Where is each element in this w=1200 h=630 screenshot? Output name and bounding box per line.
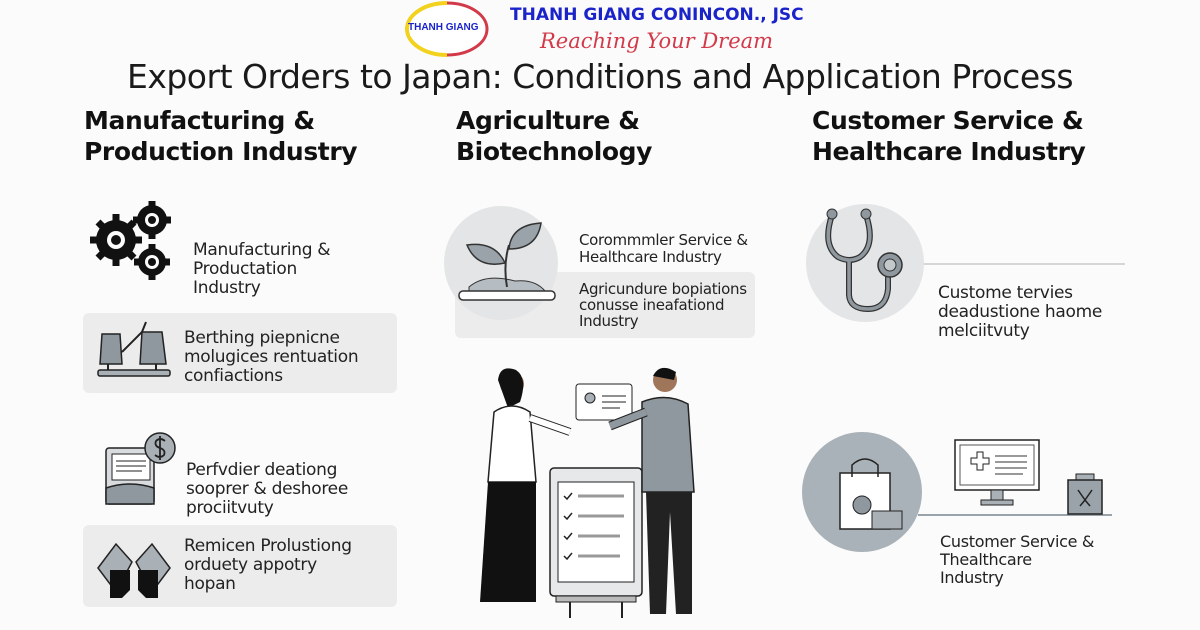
text-line: sooprer & deshoree [186,479,348,499]
logo-emblem-icon [405,1,489,57]
info-card-text: Remicen Prolustiong orduety appotry hopa… [184,537,352,594]
icon-circle [806,204,924,322]
heading-line: Customer Service & [812,106,1084,135]
text-line: Corommmler Service & [579,231,748,249]
handshake-icon [97,542,171,598]
payment-document-icon [105,432,176,505]
text-line: Remicen Prolustiong [184,536,352,556]
page-title: Export Orders to Japan: Conditions and A… [126,57,1074,96]
text-line: confiactions [184,366,283,386]
company-name: THANH GIANG CONINCON., JSC [510,5,804,25]
text-line: Healthcare Industry [579,248,722,266]
customer-service-item-text: Custome tervies deadustione haome melcii… [938,284,1102,341]
medical-kit-icon [1067,473,1103,515]
text-line: Industry [579,312,639,330]
info-card-text: Berthing piepnicne molugices rentuation … [184,328,359,386]
text-line: Customer Service & [940,532,1095,551]
divider [918,514,1112,516]
text-line: Productation [193,259,297,279]
text-line: hopan [184,574,236,594]
consultation-illustration [480,367,695,618]
heading-line: Production Industry [84,137,358,166]
stethoscope-icon [825,208,903,313]
column-heading-agriculture: Agriculture & Biotechnology [456,105,652,167]
gears-icon [90,201,171,280]
monitor-medical-icon [954,439,1040,506]
heading-line: Agriculture & [456,106,640,135]
text-line: Perfvdier deationg [186,460,338,480]
company-slogan: Reaching Your Dream [540,29,774,53]
divider [922,263,1125,265]
shopping-bag-icon [839,458,903,530]
heading-line: Biotechnology [456,137,653,166]
text-line: Agricundure bopiations [579,280,747,298]
info-card-text: Agricundure bopiations conusse ineafatio… [579,281,747,329]
text-line: deadustione haome [938,302,1103,322]
text-line: molugices rentuation [184,347,359,367]
machine-icon [97,321,171,377]
text-line: conusse ineafationd [579,296,725,314]
heading-line: Manufacturing & [84,106,315,135]
text-line: Thealthcare [940,550,1032,569]
column-heading-customer-service: Customer Service & Healthcare Industry [812,105,1086,167]
payment-item-text: Perfvdier deationg sooprer & deshoree pr… [186,461,348,518]
info-card [83,525,397,607]
text-line: melciitvuty [938,321,1030,341]
info-card [83,313,397,393]
heading-line: Healthcare Industry [812,137,1086,166]
text-line: orduety appotry [184,555,317,575]
text-line: Industry [940,568,1004,587]
logo-name: THANH GIANG [408,22,479,33]
manufacturing-item-text: Manufacturing & Productation Industry [193,240,331,298]
customer-service-item-text: Customer Service & Thealthcare Industry [940,533,1094,587]
seedling-icon [458,222,556,301]
text-line: Industry [193,278,261,298]
text-line: prociitvuty [186,498,274,518]
text-line: Berthing piepnicne [184,328,340,348]
text-line: Custome tervies [938,283,1073,303]
text-line: Manufacturing & [193,240,331,260]
company-logo: THANH GIANG [402,1,492,57]
column-heading-manufacturing: Manufacturing & Production Industry [84,105,358,167]
agriculture-item-text: Corommmler Service & Healthcare Industry [579,232,748,266]
